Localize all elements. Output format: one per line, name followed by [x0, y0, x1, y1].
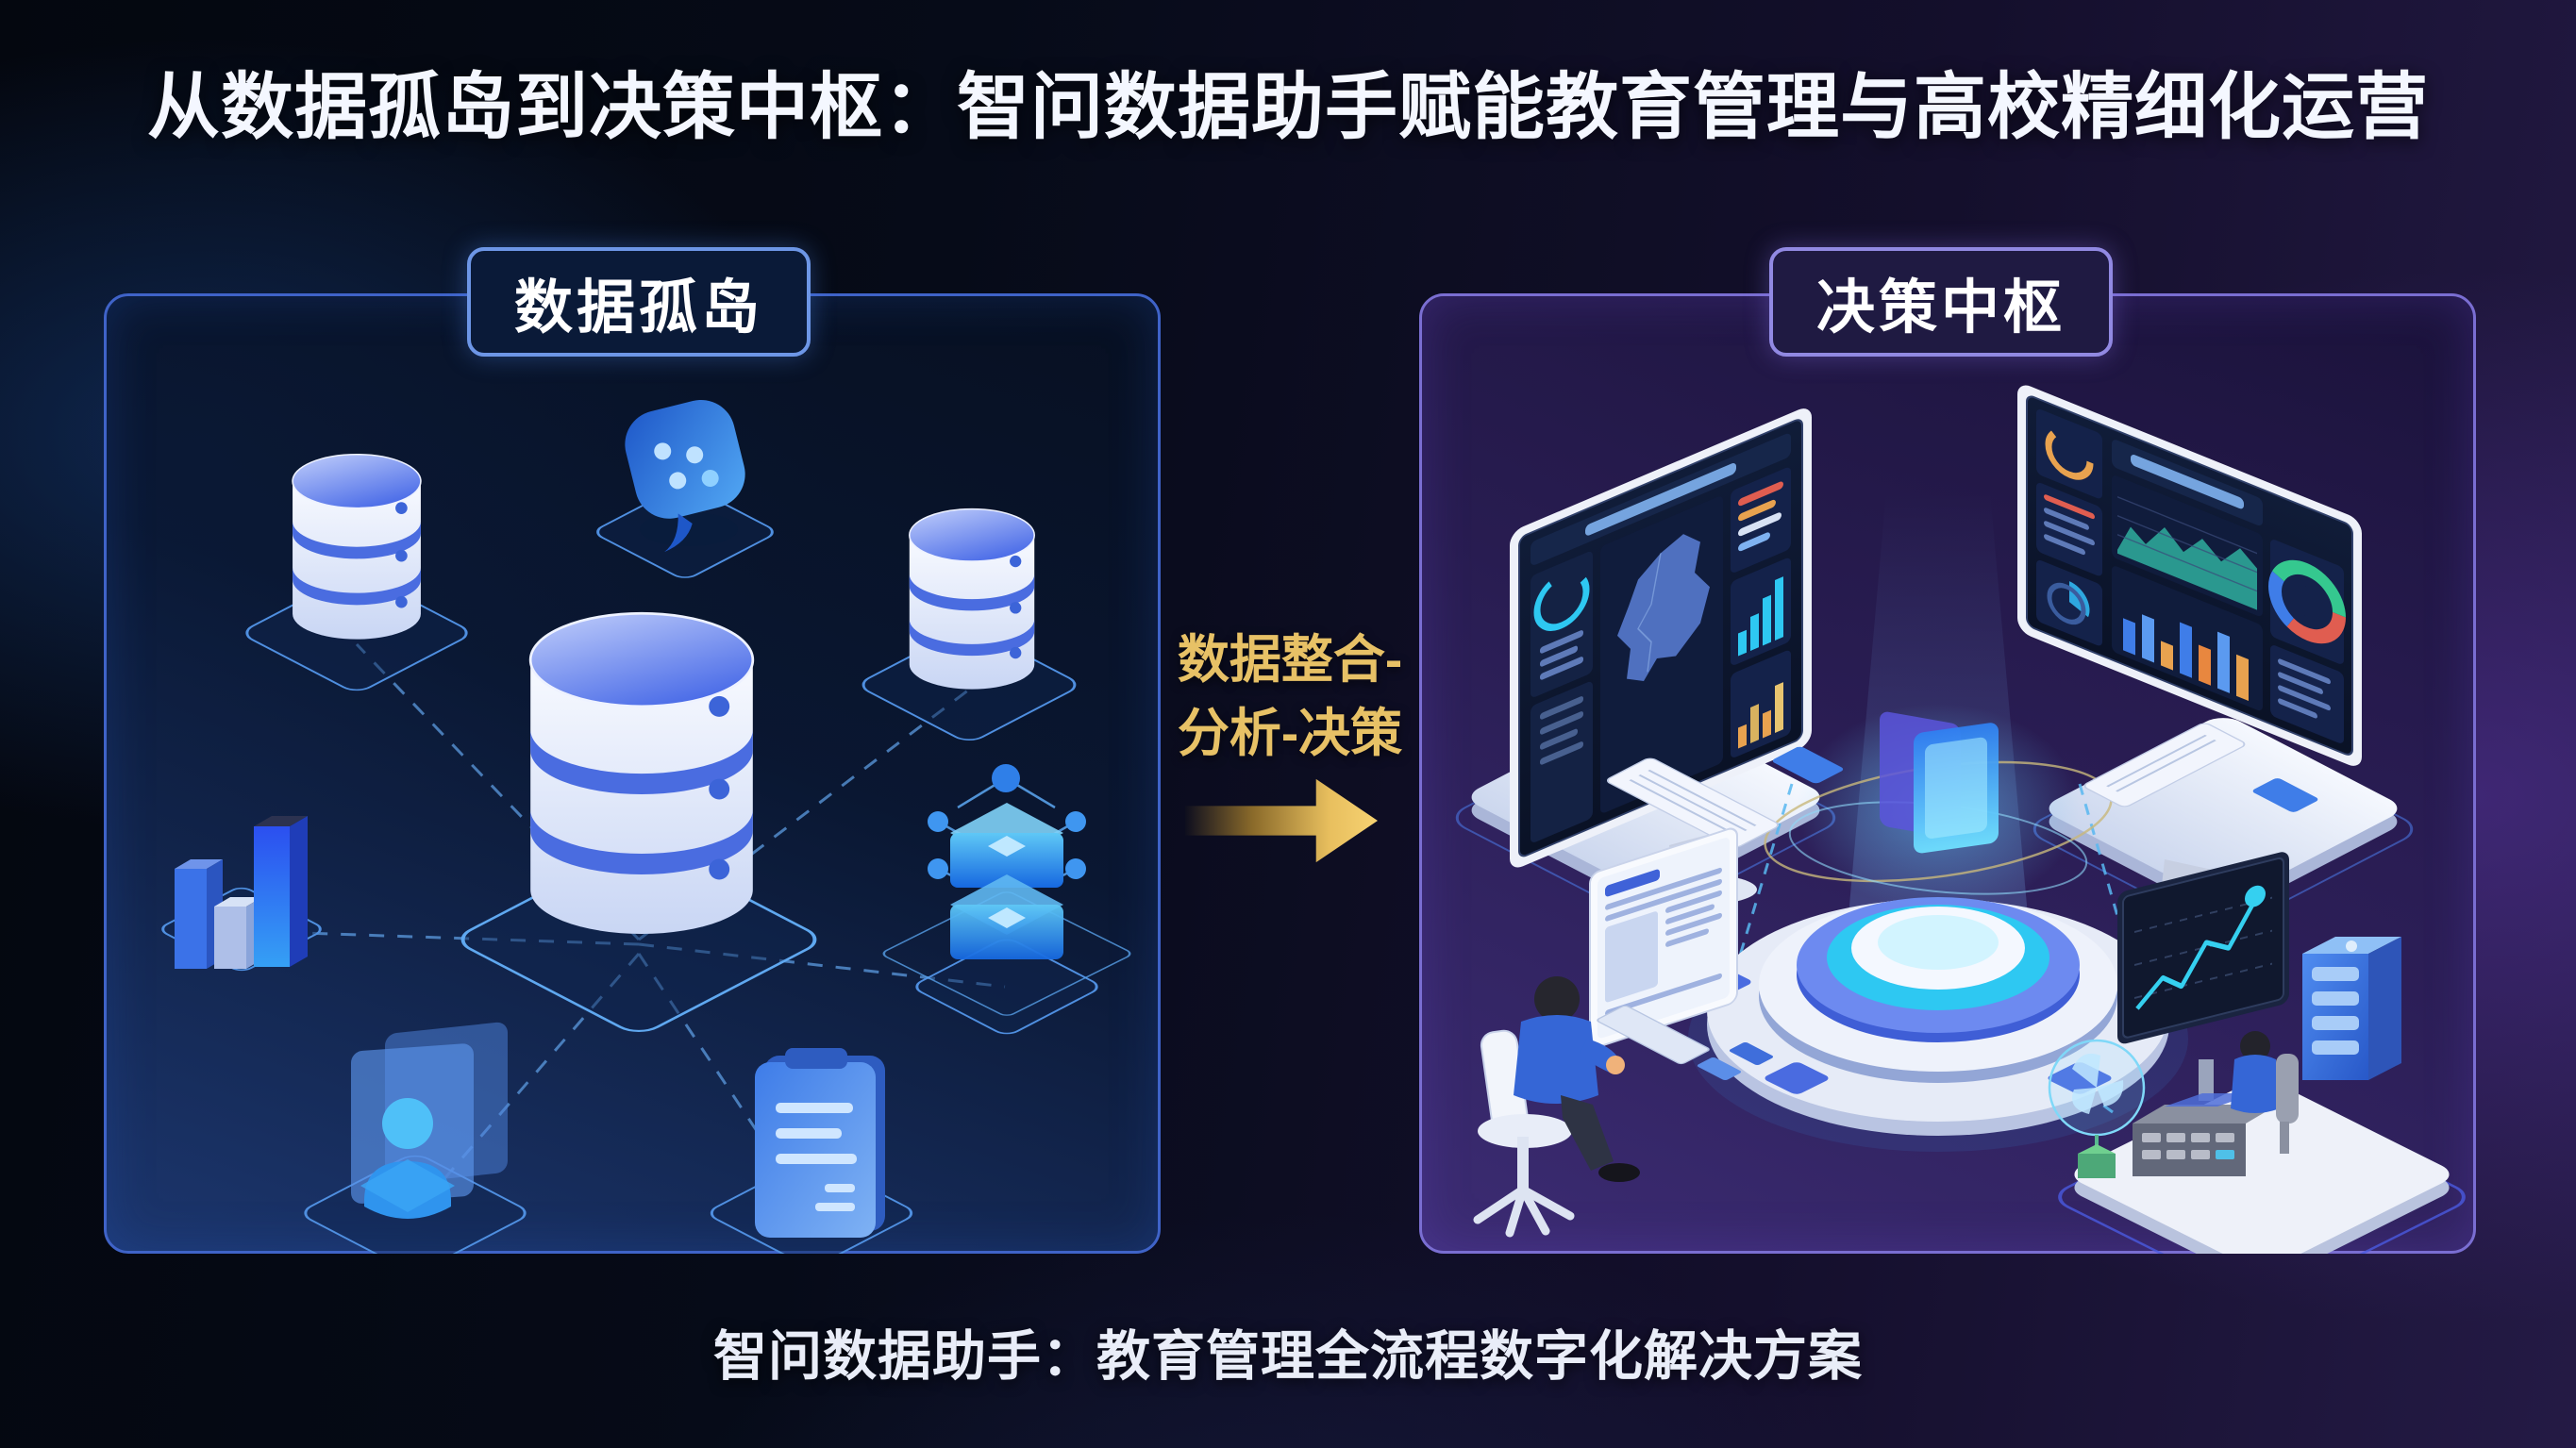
operator-person	[2231, 1031, 2299, 1154]
transition-line-1: 数据整合-	[1177, 630, 1403, 689]
fan-plant	[2048, 1039, 2146, 1178]
bar-chart-3d-icon	[175, 816, 308, 969]
right-arrow-icon	[1185, 778, 1378, 863]
data-silos-illustration	[161, 399, 1131, 1254]
data-layers-nodes-icon	[882, 764, 1131, 1016]
server-tower-icon	[2302, 937, 2401, 1080]
decision-hub-label: 决策中枢	[1769, 247, 2113, 357]
dashboard-monitor-charts	[2017, 385, 2362, 933]
data-silos-label-text: 数据孤岛	[513, 275, 763, 341]
control-station	[2048, 852, 2466, 1254]
transition-caption: 数据整合- 分析-决策	[1163, 623, 1417, 770]
right-keyboard	[2083, 723, 2318, 812]
database-small-top-right-icon	[909, 508, 1035, 691]
transition-line-2: 分析-决策	[1177, 704, 1403, 762]
database-main-icon	[528, 611, 755, 936]
database-small-top-left-icon	[292, 453, 422, 641]
data-silos-label: 数据孤岛	[467, 247, 811, 357]
analyst-workstation	[1473, 827, 1774, 1238]
chat-bubble-icon	[625, 399, 745, 553]
user-profile-card-icon	[351, 1022, 508, 1219]
decision-hub-illustration	[1455, 385, 2466, 1254]
decision-hub-label-text: 决策中枢	[1815, 275, 2066, 341]
document-clipboard-icon	[755, 1048, 885, 1238]
office-chair	[1473, 1029, 1575, 1238]
trend-screen	[2117, 852, 2289, 1101]
page-title: 从数据孤岛到决策中枢：智问数据助手赋能教育管理与高校精细化运营	[147, 67, 2429, 148]
hologram-folder-icon	[1880, 711, 1999, 854]
analyst-person	[1514, 976, 1640, 1182]
left-keyboard	[1606, 746, 1844, 848]
footer-caption: 智问数据助手：教育管理全流程数字化解决方案	[713, 1326, 1863, 1387]
workstation-keyboard	[1597, 1005, 1710, 1065]
